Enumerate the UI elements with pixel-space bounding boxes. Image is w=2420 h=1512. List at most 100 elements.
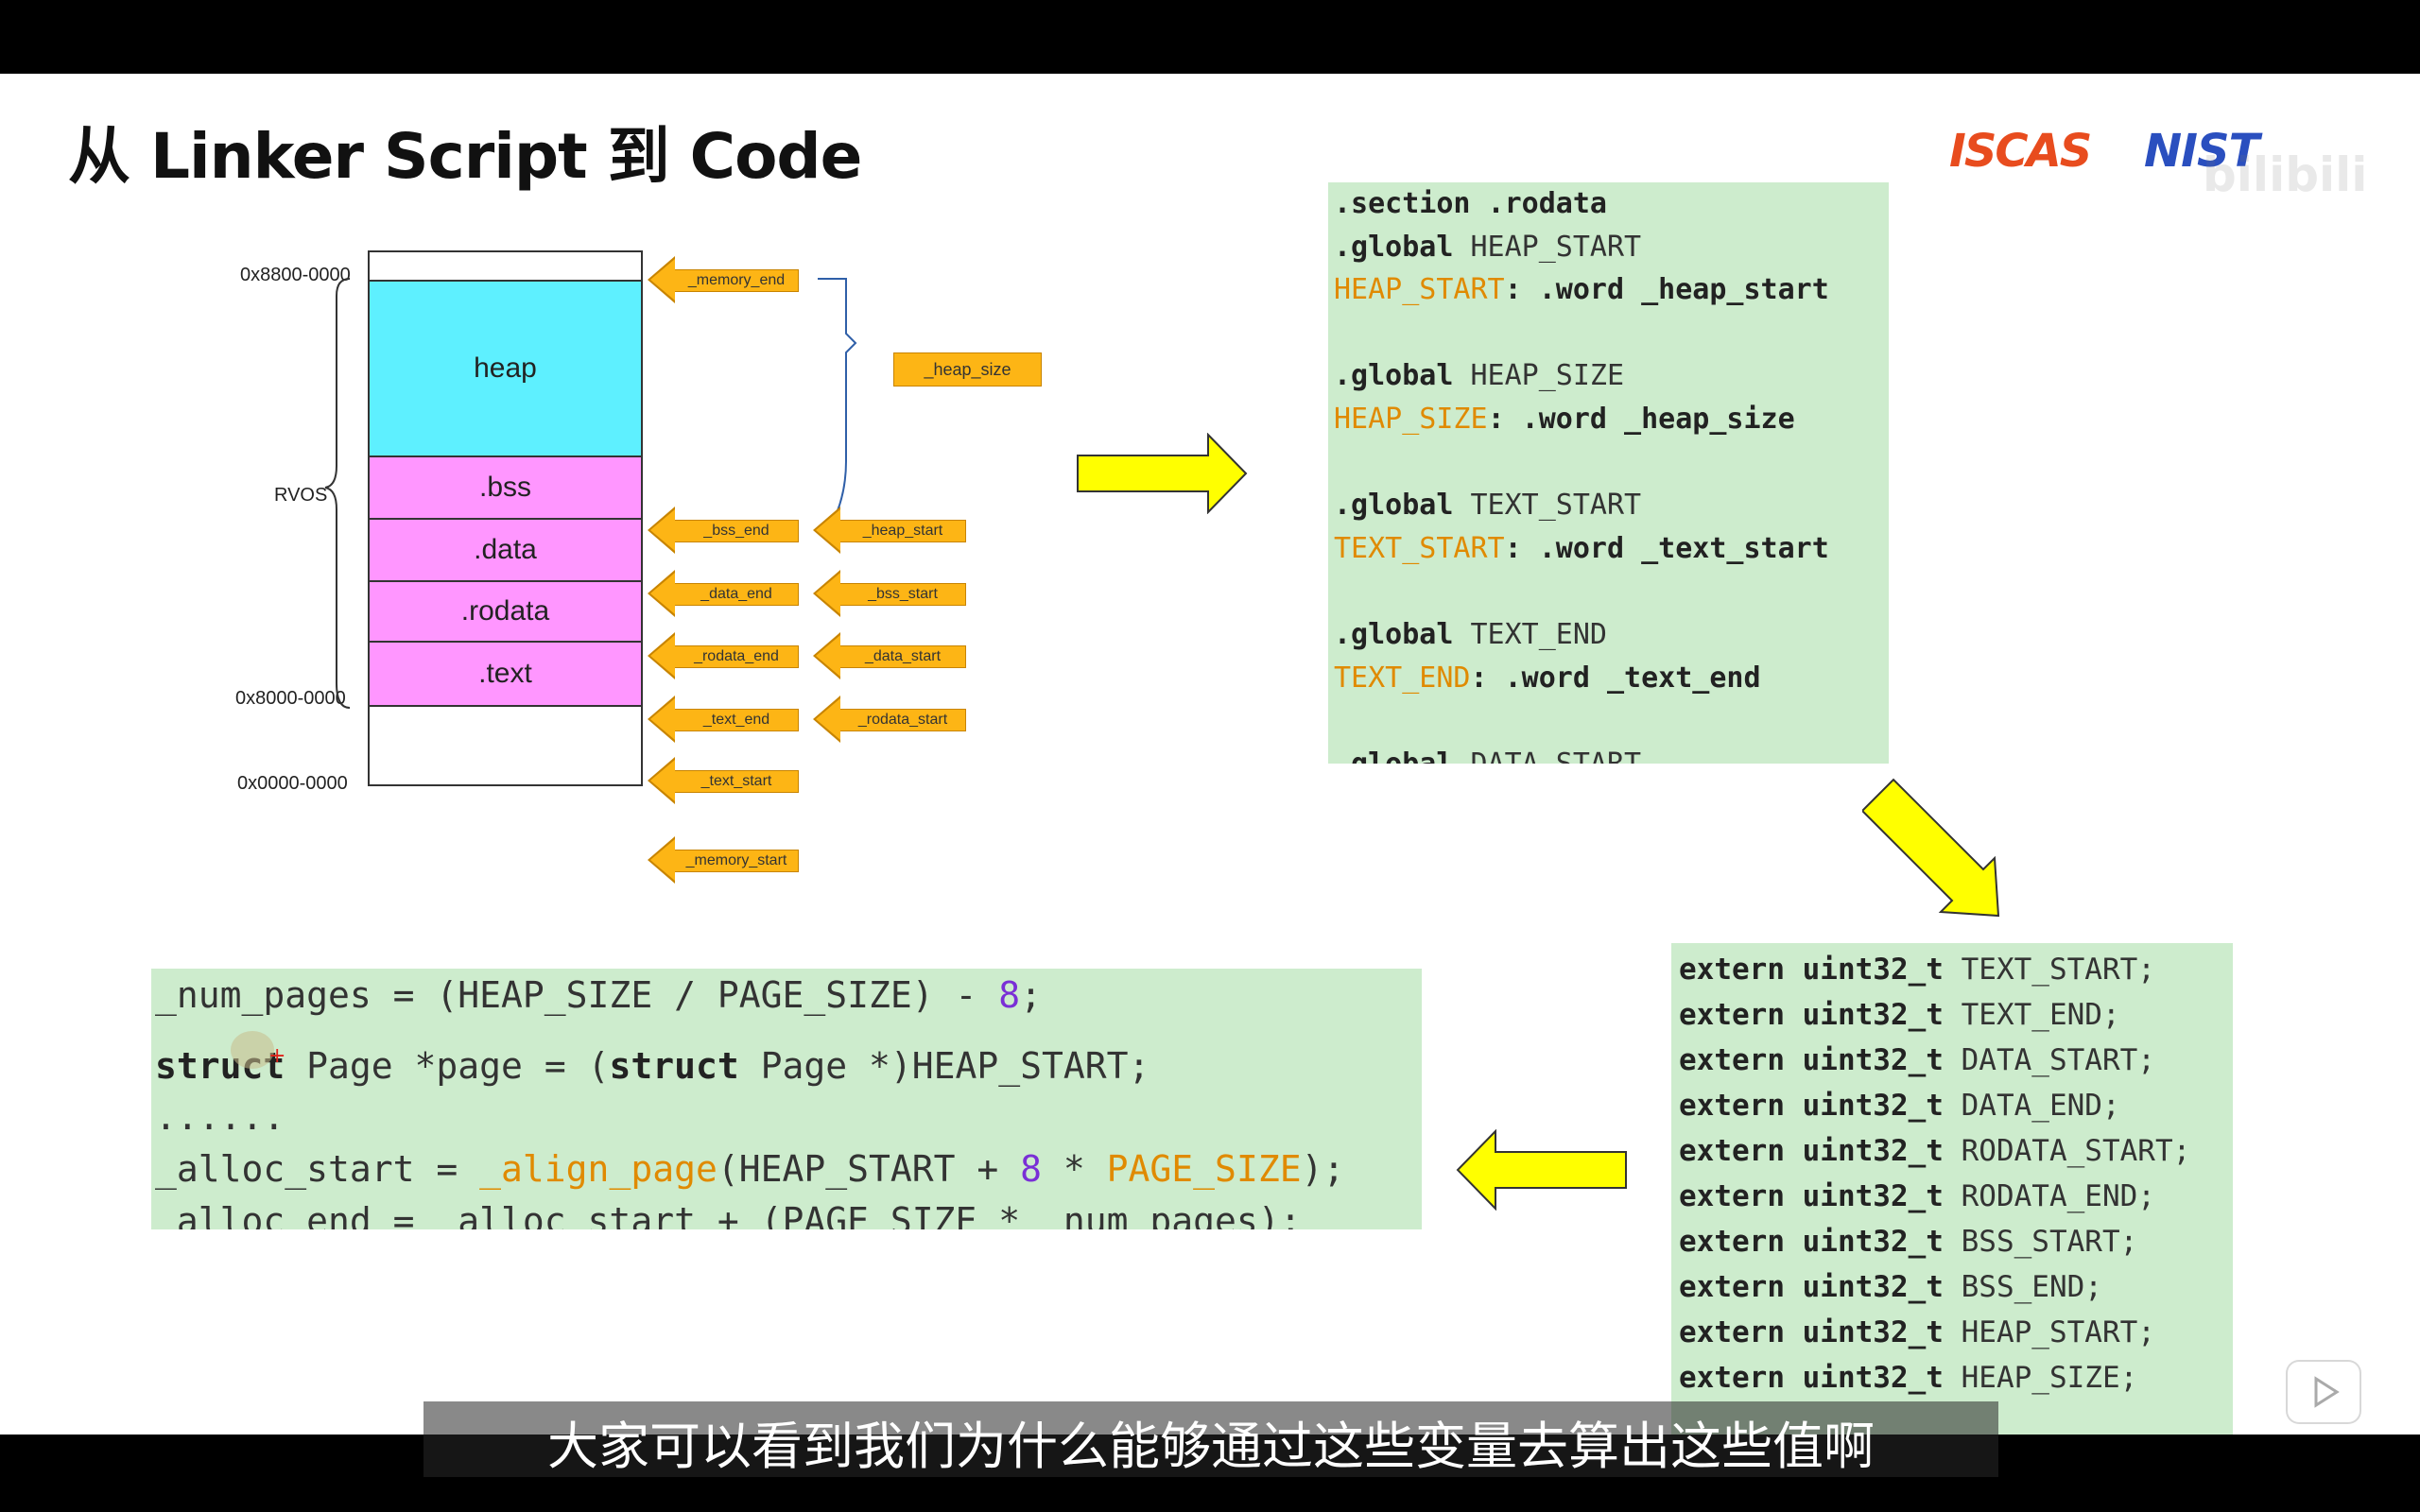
tag-text-start: _text_start <box>648 757 799 804</box>
asm-directive: : .word _text_end <box>1470 661 1761 695</box>
extern-keyword: extern uint32_t <box>1679 953 1944 987</box>
segment-data: .data <box>368 518 643 582</box>
extern-symbol: BSS_START; <box>1961 1225 2138 1259</box>
segment-rodata: .rodata <box>368 580 643 643</box>
c-function: _align_page <box>479 1148 717 1190</box>
extern-keyword: extern uint32_t <box>1679 1361 1944 1395</box>
extern-symbol: TEXT_START; <box>1961 953 2155 987</box>
subtitle-background <box>424 1401 1998 1477</box>
segment-bss: .bss <box>368 455 643 520</box>
asm-label: HEAP_SIZE <box>1334 402 1488 436</box>
asm-keyword: .global <box>1334 747 1453 764</box>
address-zero: 0x0000-0000 <box>237 773 348 794</box>
segment-text: .text <box>368 641 643 707</box>
extern-keyword: extern uint32_t <box>1679 1089 1944 1123</box>
address-rvos: RVOS <box>274 485 328 506</box>
asm-keyword: .global <box>1334 489 1454 523</box>
extern-code-panel: extern uint32_t TEXT_START; extern uint3… <box>1671 943 2233 1435</box>
c-code-panel: _num_pages = (HEAP_SIZE / PAGE_SIZE) - 8… <box>151 969 1422 1229</box>
asm-directive: : .word _text_start <box>1504 531 1829 565</box>
heap-size-bracket <box>818 278 857 514</box>
c-code: (HEAP_START + <box>717 1148 1021 1190</box>
c-number: 8 <box>998 974 1021 1016</box>
tag-text-end: _text_end <box>648 696 799 743</box>
segment-bss-label: .bss <box>478 472 532 503</box>
tag-bss-start: _bss_start <box>813 570 966 617</box>
c-line-ellipsis: ...... <box>155 1096 285 1138</box>
iscas-logo: ISCAS <box>1949 125 2092 178</box>
asm-keyword: .global <box>1334 230 1454 264</box>
asm-symbol: HEAP_SIZE <box>1453 359 1625 393</box>
asm-directive: : .word _heap_start <box>1504 273 1829 307</box>
extern-symbol: RODATA_END; <box>1961 1179 2155 1213</box>
extern-symbol: TEXT_END; <box>1961 998 2120 1032</box>
c-constant: PAGE_SIZE <box>1106 1148 1302 1190</box>
extern-symbol: DATA_END; <box>1961 1089 2120 1123</box>
segment-heap: heap <box>368 280 643 457</box>
extern-keyword: extern uint32_t <box>1679 998 1944 1032</box>
asm-symbol: DATA_START <box>1453 747 1641 764</box>
extern-symbol: HEAP_START; <box>1961 1315 2155 1349</box>
arrow-down-right-icon <box>1862 778 2000 918</box>
extern-symbol: BSS_END; <box>1961 1270 2102 1304</box>
segment-heap-label: heap <box>474 352 537 384</box>
tag-data-end: _data_end <box>648 570 799 617</box>
tag-heap-start: _heap_start <box>813 507 966 554</box>
tag-data-start: _data_start <box>813 632 966 679</box>
play-button[interactable] <box>2286 1360 2361 1424</box>
c-code: ); <box>1301 1148 1345 1190</box>
asm-code-panel: .section .rodata .global HEAP_START HEAP… <box>1328 182 1889 764</box>
memory-top-gap <box>368 250 643 282</box>
subtitle-text: 大家可以看到我们为什么能够通过这些变量去算出这些值啊 <box>547 1417 1875 1476</box>
asm-symbol: TEXT_START <box>1453 489 1642 523</box>
tag-rodata-end: _rodata_end <box>648 632 799 679</box>
extern-keyword: extern uint32_t <box>1679 1225 1944 1259</box>
asm-symbol: HEAP_START <box>1453 230 1642 264</box>
asm-directive: : .word _heap_size <box>1487 402 1795 436</box>
c-line-alloc-end: _alloc_end = _alloc_start + (PAGE_SIZE *… <box>155 1200 1302 1229</box>
bilibili-watermark: bilibili <box>2203 147 2368 202</box>
arrow-right-icon <box>1077 433 1248 514</box>
segment-text-label: .text <box>478 658 532 689</box>
segment-rodata-label: .rodata <box>460 595 550 627</box>
tag-heap-size: _heap_size <box>893 352 1042 387</box>
c-code: * <box>1042 1148 1107 1190</box>
c-code: _alloc_start = <box>155 1148 480 1190</box>
asm-label: HEAP_START <box>1334 273 1505 307</box>
asm-label: TEXT_END <box>1334 661 1471 695</box>
rvos-brace <box>324 278 351 709</box>
address-top: 0x8800-0000 <box>240 265 351 285</box>
extern-symbol: HEAP_SIZE; <box>1961 1361 2138 1395</box>
play-icon <box>2314 1376 2340 1408</box>
c-code: Page *page = ( <box>285 1045 610 1087</box>
c-keyword: struct <box>609 1045 739 1087</box>
c-line-num-pages: _num_pages = (HEAP_SIZE / PAGE_SIZE) - <box>155 974 999 1016</box>
c-code: Page *)HEAP_START; <box>738 1045 1150 1087</box>
slide: 从 Linker Script 到 Code ISCAS NIST bilibi… <box>0 74 2420 1435</box>
extern-keyword: extern uint32_t <box>1679 1270 1944 1304</box>
extern-keyword: extern uint32_t <box>1679 1043 1944 1077</box>
tag-memory-end: _memory_end <box>648 256 799 303</box>
nist-logo: NIST <box>2144 125 2259 178</box>
extern-symbol: DATA_START; <box>1961 1043 2155 1077</box>
asm-symbol: TEXT_END <box>1453 617 1607 651</box>
arrow-left-icon <box>1456 1129 1627 1211</box>
c-semicolon: ; <box>1020 974 1043 1016</box>
segment-data-label: .data <box>474 534 537 565</box>
extern-keyword: extern uint32_t <box>1679 1315 1944 1349</box>
asm-label: TEXT_START <box>1334 531 1505 565</box>
tag-bss-end: _bss_end <box>648 507 799 554</box>
extern-keyword: extern uint32_t <box>1679 1179 1944 1213</box>
slide-title: 从 Linker Script 到 Code <box>68 120 862 193</box>
tag-rodata-start: _rodata_start <box>813 696 966 743</box>
asm-keyword: .global <box>1334 359 1454 393</box>
video-top-bar <box>0 0 2420 74</box>
c-number: 8 <box>1020 1148 1043 1190</box>
cursor-highlight <box>231 1031 274 1069</box>
tag-memory-start: _memory_start <box>648 836 799 884</box>
extern-symbol: RODATA_START; <box>1961 1134 2191 1168</box>
extern-keyword: extern uint32_t <box>1679 1134 1944 1168</box>
memory-bottom-gap <box>368 705 643 786</box>
asm-line-section: .section .rodata <box>1334 187 1607 220</box>
asm-keyword: .global <box>1334 617 1454 651</box>
